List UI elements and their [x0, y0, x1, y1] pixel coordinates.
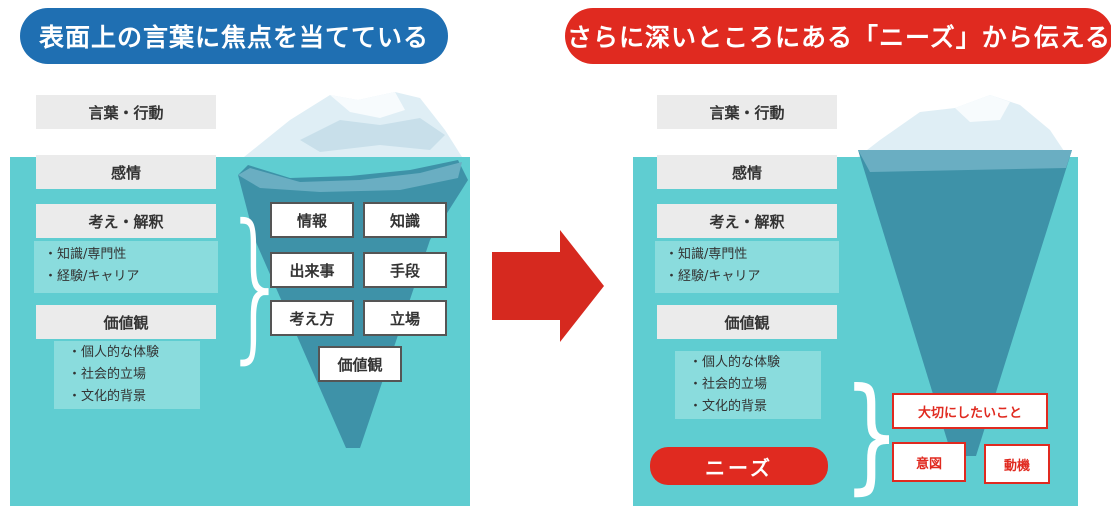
left-tag-way-of-thinking: 考え方	[270, 300, 354, 336]
right-box-values: 価値観	[657, 305, 837, 339]
right-values-list-bg	[675, 351, 821, 419]
list-item: ・個人的な体験	[68, 345, 160, 360]
right-tag-intention: 意図	[892, 442, 966, 482]
right-thought-list: ・知識/専門性 ・経験/キャリア	[657, 244, 760, 288]
right-box-emotion: 感情	[657, 155, 837, 189]
list-item: ・個人的な体験	[689, 355, 781, 370]
right-tag-motive: 動機	[984, 444, 1050, 484]
left-box-emotion: 感情	[36, 155, 216, 189]
left-thought-list: ・知識/専門性 ・経験/キャリア	[36, 244, 139, 288]
needs-badge: ニーズ	[650, 447, 828, 485]
list-item: ・社会的立場	[689, 377, 768, 392]
list-item: ・文化的背景	[68, 389, 147, 404]
list-item: ・経験/キャリア	[44, 269, 140, 284]
right-thought-list-bg	[655, 241, 839, 293]
left-tag-knowledge: 知識	[363, 202, 447, 238]
list-item: ・知識/専門性	[44, 247, 127, 262]
list-item: ・経験/キャリア	[665, 269, 761, 284]
right-tag-what-matters: 大切にしたいこと	[892, 393, 1048, 429]
left-tag-event: 出来事	[270, 252, 354, 288]
left-header: 表面上の言葉に焦点を当てている	[20, 8, 448, 64]
left-tag-means: 手段	[363, 252, 447, 288]
left-tag-values: 価値観	[318, 346, 402, 382]
list-item: ・文化的背景	[689, 399, 768, 414]
left-tag-position: 立場	[363, 300, 447, 336]
left-values-list: ・個人的な体験 ・社会的立場 ・文化的背景	[60, 342, 159, 408]
right-header: さらに深いところにある「ニーズ」から伝える	[565, 8, 1111, 64]
list-item: ・知識/専門性	[665, 247, 748, 262]
right-box-words: 言葉・行動	[657, 95, 837, 129]
arrow-right-icon	[492, 230, 604, 342]
left-thought-list-bg	[34, 241, 218, 293]
left-box-words: 言葉・行動	[36, 95, 216, 129]
brace-icon: }	[843, 360, 901, 507]
left-box-thought: 考え・解釈	[36, 204, 216, 238]
left-values-list-bg	[54, 341, 200, 409]
right-box-thought: 考え・解釈	[657, 204, 837, 238]
list-item: ・社会的立場	[68, 367, 147, 382]
left-tag-info: 情報	[270, 202, 354, 238]
left-box-values: 価値観	[36, 305, 216, 339]
right-values-list: ・個人的な体験 ・社会的立場 ・文化的背景	[681, 352, 780, 418]
